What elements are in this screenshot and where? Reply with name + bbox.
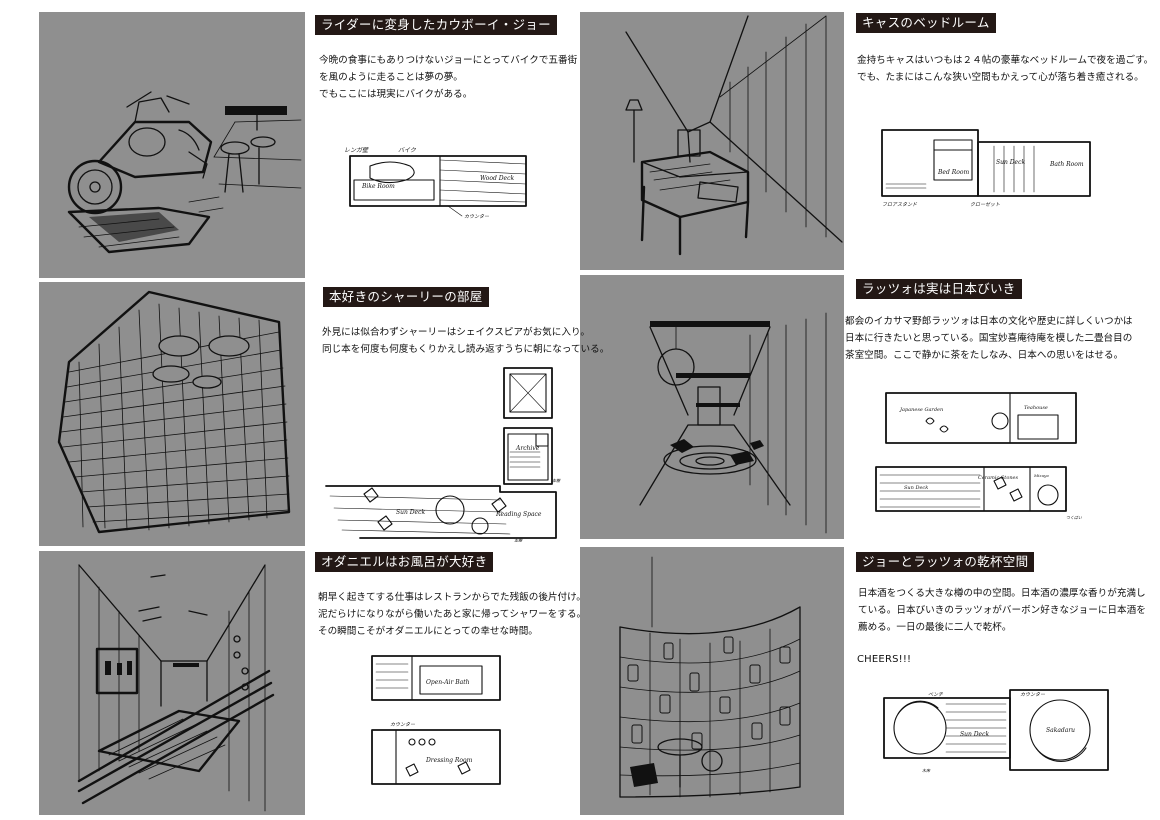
description-line: 朝早く起きてする仕事はレストランからでた残飯の後片付け。 [318,592,586,603]
section-description-odaniel-bath: 朝早く起きてする仕事はレストランからでた残飯の後片付け。 泥だらけになりながら働… [318,589,586,640]
plan-label: Open-Air Bath [426,679,470,686]
section-description-rider-joe: 今晩の食事にもありつけないジョーにとってバイクで五番街 を風のように走ることは夢… [319,52,577,103]
sketch-bath-room [39,551,305,815]
description-line: でもここには現実にバイクがある。 [319,89,473,100]
plan-label: バイク [398,147,417,154]
plan-label: Teahouse [1024,405,1048,411]
section-description-cass-bedroom: 金持ちキャスはいつもは２４帖の豪華なベッドルームで夜を過ごす。 でも、たまにはこ… [857,52,1153,86]
plan-label: Ceramic Stones [978,475,1019,481]
description-line: 泥だらけになりながら働いたあと家に帰ってシャワーをする。 [318,609,587,620]
description-line: でも、たまにはこんな狭い空間もかえって心が落ち着き癒される。 [857,72,1144,83]
plan-label: Japanese Garden [899,407,943,413]
section-title-ratso-japan: ラッツォは実は日本びいき [856,279,1022,299]
plan-label: Sun Deck [904,485,928,491]
section-title-cass-bedroom: キャスのベッドルーム [856,13,996,33]
sketch-motorcycle-room [39,12,305,278]
plan-label: Bath Room [1049,161,1084,168]
description-line: 茶室空間。ここで静かに茶をたしなみ、日本への思いをはせる。 [845,350,1124,361]
plan-label: Sakadaru [1046,727,1075,734]
plan-label: Wood Deck [480,175,514,182]
plan-label: 本棚 [552,478,561,483]
section-title-odaniel-bath: オダニエルはお風呂が大好き [315,552,494,572]
section-title-shirley-room: 本好きのシャーリーの部屋 [323,287,489,307]
plan-label: 木床 [922,768,931,773]
plan-label: Dressing Room [425,757,473,764]
plan-label: レンガ壁 [344,146,369,154]
plan-label: Bed Room [937,169,969,176]
plan-label: つくばい [1066,515,1082,520]
section-description-cheers-space: 日本酒をつくる大きな樽の中の空間。日本酒の濃厚な香りが充満し ている。日本びいき… [858,585,1146,636]
description-line: 薦める。一日の最後に二人で乾杯。 [858,622,1012,633]
plan-label: Sun Deck [396,509,425,516]
sake-barrel-sketch-drawing [619,556,801,798]
description-line: 日本酒をつくる大きな樽の中の空間。日本酒の濃厚な香りが充満し [858,588,1146,599]
plan-label: Mizuya [1033,473,1049,478]
description-line: 金持ちキャスはいつもは２４帖の豪華なベッドルームで夜を過ごす。 [857,55,1154,66]
bath-sketch-drawing [77,564,275,812]
plan-label: Archive [515,445,540,452]
plan-label: クローゼット [970,201,1000,208]
library-sketch-drawing [57,290,291,534]
tea-room-sketch-drawing [639,312,827,534]
section-description-ratso-japan: 都会のイカサマ野郎ラッツォは日本の文化や歴史に詳しくいつかは 日本に行きたいと思… [845,313,1132,364]
description-line: ている。日本びいきのラッツォがバーボン好きなジョーに日本酒を [858,605,1146,616]
description-line: その瞬間こそがオダニエルにとっての幸せな時間。 [318,626,538,637]
plan-label: Reading Space [495,511,542,518]
plan-label: ベンチ [928,692,944,698]
sketch-bedroom [580,12,844,270]
section-title-rider-joe: ライダーに変身したカウボーイ・ジョー [315,15,557,35]
sketch-library-room [39,282,305,546]
sketch-sake-barrel-room [580,547,844,815]
plan-label: Sun Deck [996,159,1025,166]
description-line: 外見には似合わずシャーリーはシェイクスピアがお気に入り。 [322,327,590,338]
floor-plan-teahouse: Japanese Garden Teahouse Sun Deck Cerami… [870,385,1090,530]
floor-plan-bike-room: レンガ壁 バイク Bike Room Wood Deck カウンター [340,140,540,220]
plan-label: Sun Deck [960,731,989,738]
description-line: 今晩の食事にもありつけないジョーにとってバイクで五番街 [319,55,578,66]
section-title-cheers-space: ジョーとラッツォの乾杯空間 [856,552,1035,572]
plan-label: カウンター [464,213,490,220]
floor-plan-reading-space: Archive 本棚 Sun Deck Reading Space 本棚 [320,362,570,542]
plan-label: フロアスタンド [882,201,918,208]
description-line: を風のように走ることは夢の夢。 [319,72,463,83]
floor-plan-open-air-bath: Open-Air Bath カウンター Dressing Room [362,650,512,790]
motorcycle-sketch-drawing [67,91,302,254]
plan-label: 本棚 [514,538,523,542]
description-line: 日本に行きたいと思っている。国宝妙喜庵待庵を模した二畳台目の [845,333,1133,344]
description-line: 同じ本を何度も何度もくりかえし読み返すうちに朝になっている。 [322,344,610,355]
description-line: 都会のイカサマ野郎ラッツォは日本の文化や歴史に詳しくいつかは [845,316,1133,327]
cheers-text: CHEERS!!! [857,654,912,665]
sketch-tea-room [580,275,844,539]
plan-label: Bike Room [361,183,395,190]
floor-plan-bedroom: Bed Room Sun Deck Bath Room フロアスタンド クローゼ… [874,124,1098,210]
floor-plan-sakadaru: ベンチ カウンター Sun Deck Sakadaru 木床 [876,684,1116,779]
bedroom-sketch-drawing [625,15,843,256]
section-description-shirley-room: 外見には似合わずシャーリーはシェイクスピアがお気に入り。 同じ本を何度も何度もく… [322,324,609,358]
plan-label: カウンター [390,721,416,728]
plan-label: カウンター [1020,691,1046,698]
